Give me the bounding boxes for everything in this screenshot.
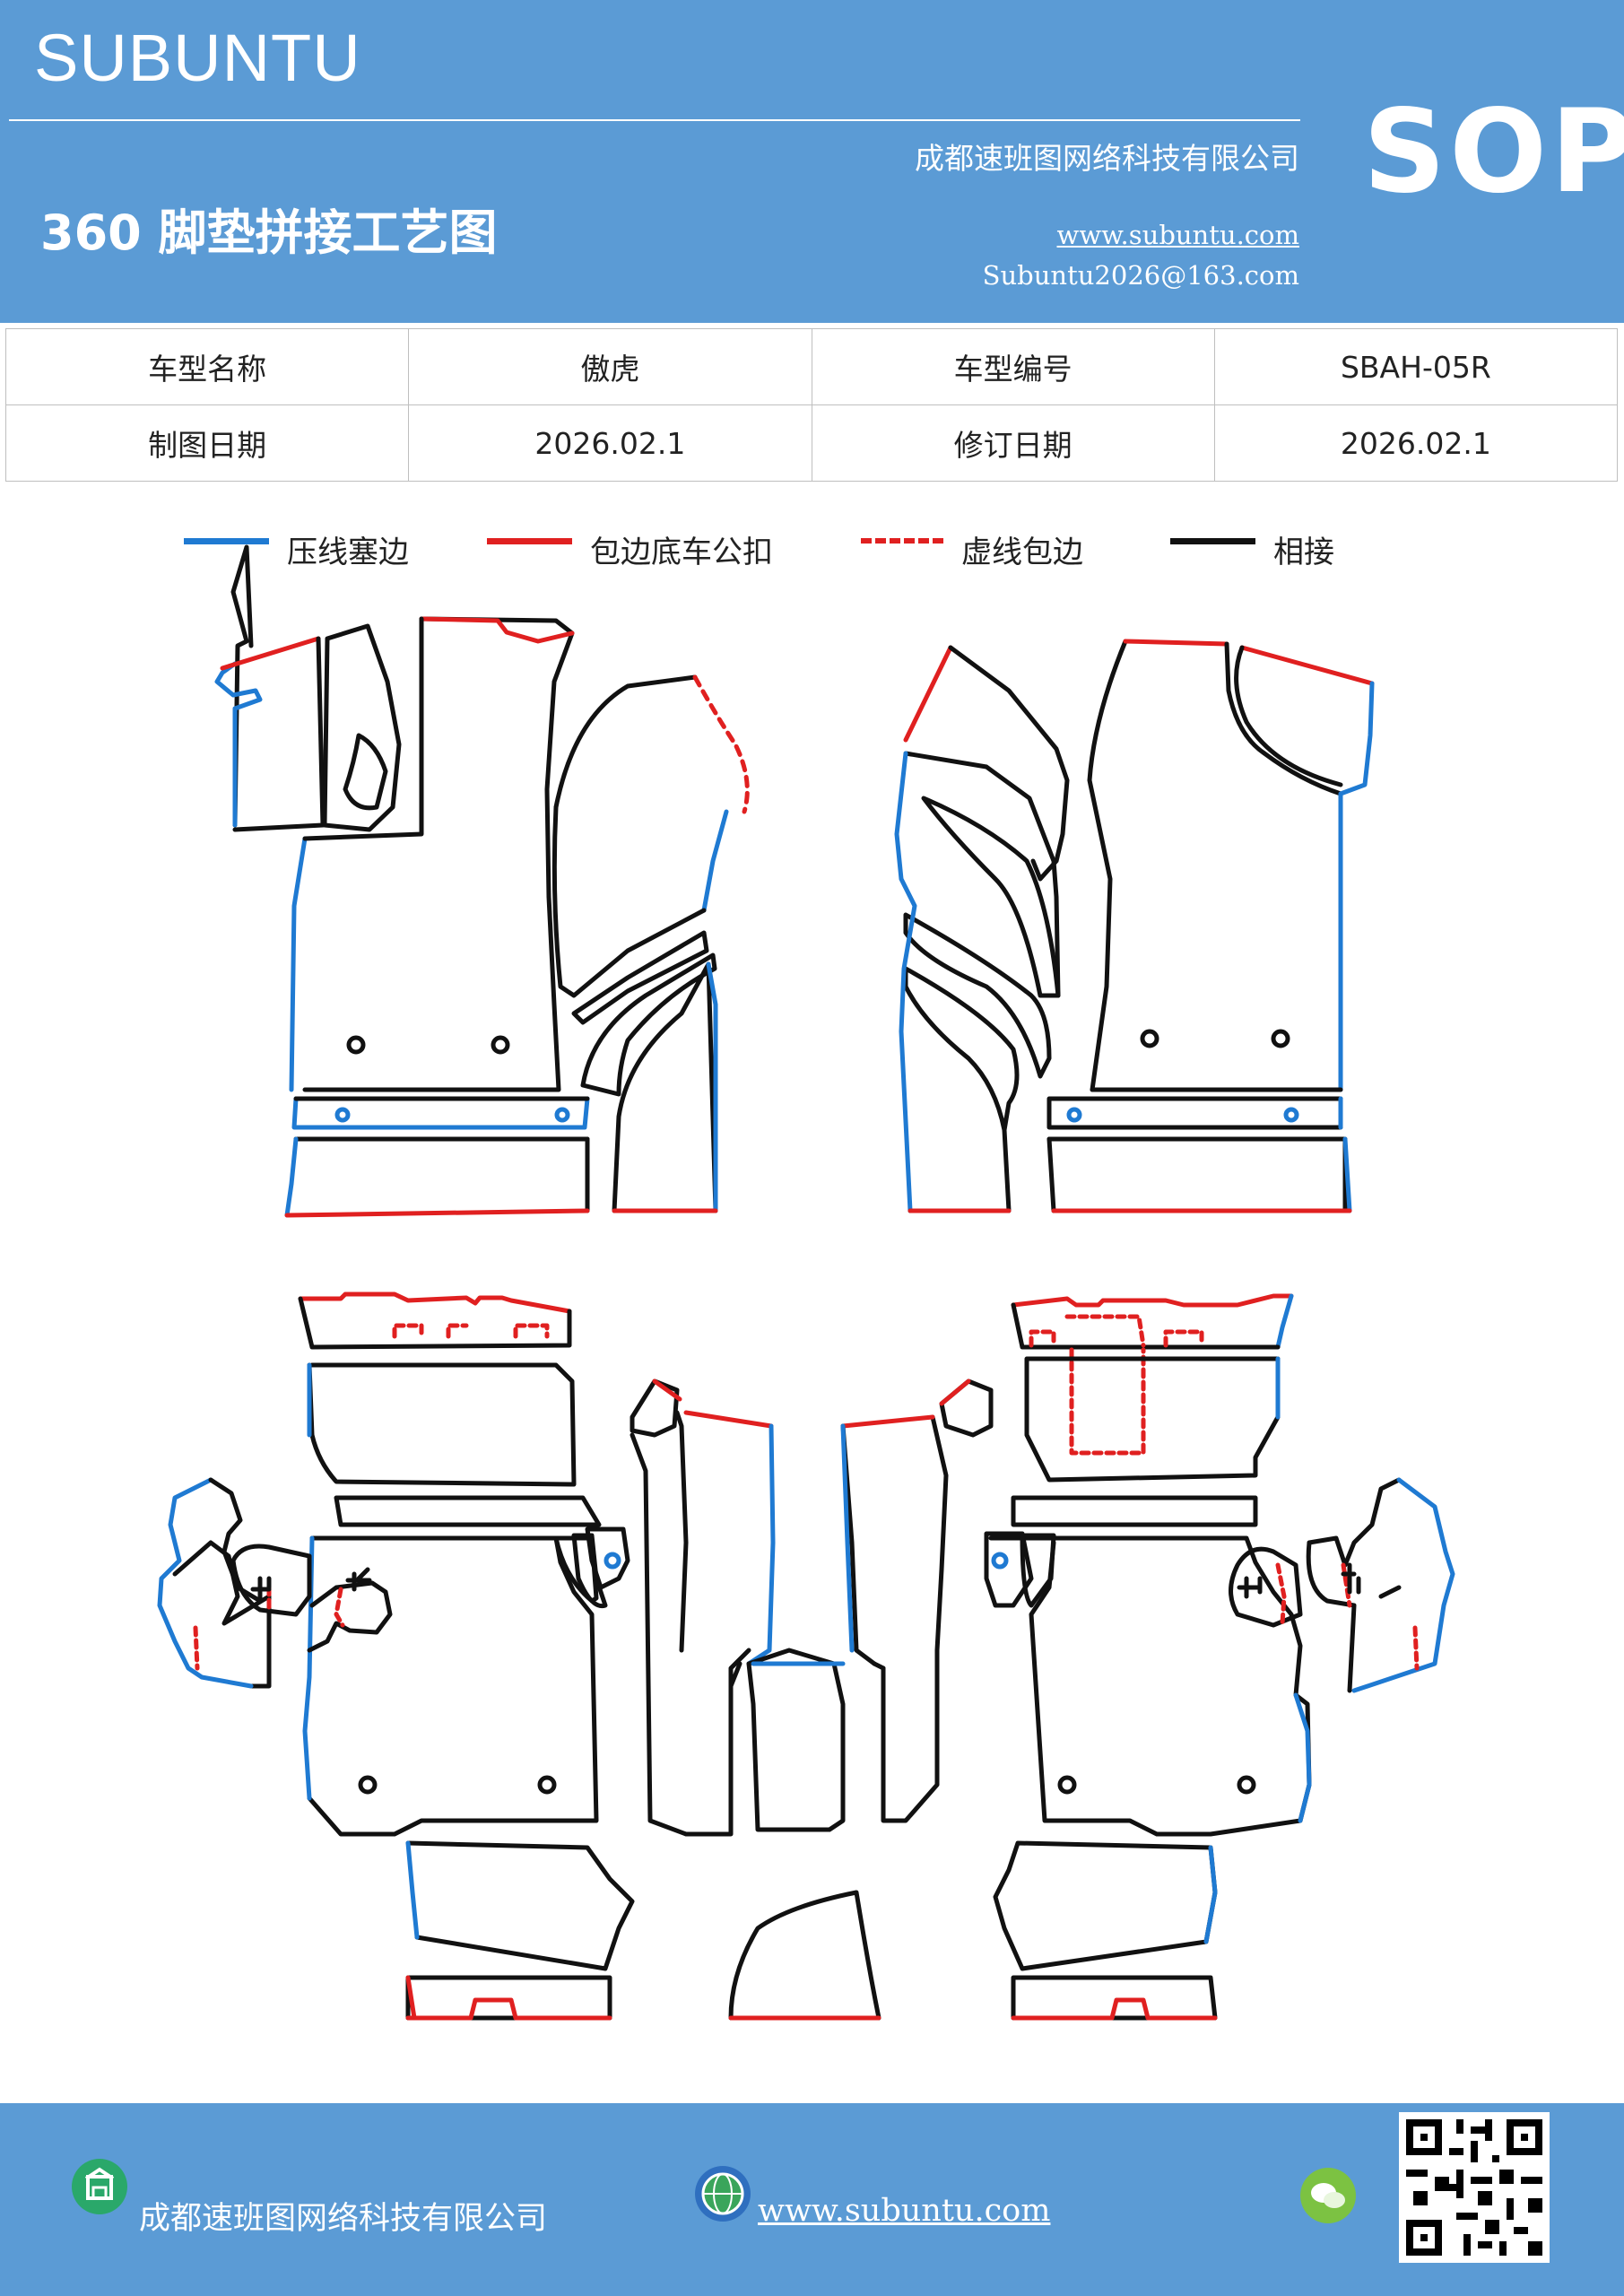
table-cell: 车型编号 bbox=[811, 328, 1215, 405]
table-row: 车型名称 傲虎 车型编号 SBAH-05R bbox=[4, 328, 1619, 405]
table-row: 制图日期 2026.02.1 修订日期 2026.02.1 bbox=[4, 404, 1619, 482]
website-link[interactable]: www.subuntu.com bbox=[1056, 220, 1299, 250]
table-cell: 傲虎 bbox=[408, 328, 812, 405]
qr-code bbox=[1399, 2112, 1550, 2263]
company-name: 成都速班图网络科技有限公司 bbox=[915, 141, 1299, 176]
table-cell: SBAH-05R bbox=[1213, 328, 1619, 405]
building-icon bbox=[72, 2159, 127, 2214]
wechat-icon bbox=[1300, 2168, 1356, 2223]
table-cell: 2026.02.1 bbox=[408, 404, 812, 482]
legend-label: 包边底车公扣 bbox=[590, 535, 773, 570]
globe-icon bbox=[695, 2166, 751, 2222]
legend-label: 压线塞边 bbox=[287, 535, 409, 570]
vehicle-info-table: 车型名称 傲虎 车型编号 SBAH-05R 制图日期 2026.02.1 修订日… bbox=[4, 328, 1619, 482]
header-banner: SUBUNTU 360 脚垫拼接工艺图 成都速班图网络科技有限公司 www.su… bbox=[0, 0, 1624, 323]
table-cell: 修订日期 bbox=[811, 404, 1215, 482]
page-title: 360 脚垫拼接工艺图 bbox=[40, 204, 498, 261]
footer-banner: 成都速班图网络科技有限公司 www.subuntu.com bbox=[0, 2103, 1624, 2296]
mat-piece-lower-right bbox=[840, 1293, 1455, 2021]
legend-label: 虚线包边 bbox=[961, 535, 1083, 570]
mat-piece-lower-left bbox=[157, 1292, 881, 2021]
email-address: Subuntu2026@163.com bbox=[982, 260, 1299, 291]
table-cell: 2026.02.1 bbox=[1213, 404, 1619, 482]
header-divider bbox=[9, 119, 1300, 121]
legend-swatch bbox=[487, 538, 572, 544]
legend-swatch bbox=[861, 538, 943, 544]
sop-badge: SOP bbox=[1363, 85, 1624, 219]
legend: 压线塞边 包边底车公扣 虚线包边 相接 bbox=[0, 527, 1624, 572]
table-cell: 车型名称 bbox=[4, 328, 410, 405]
legend-label: 相接 bbox=[1273, 535, 1334, 570]
mat-piece-upper-right-front bbox=[894, 639, 1375, 1213]
legend-swatch bbox=[1170, 538, 1255, 544]
table-cell: 制图日期 bbox=[4, 404, 410, 482]
footer-website-link[interactable]: www.subuntu.com bbox=[758, 2193, 1051, 2229]
legend-swatch bbox=[184, 538, 269, 544]
brand-logo-text: SUBUNTU bbox=[34, 21, 361, 95]
footer-company-name: 成都速班图网络科技有限公司 bbox=[139, 2201, 548, 2237]
mat-piece-upper-left-front bbox=[214, 544, 750, 1218]
